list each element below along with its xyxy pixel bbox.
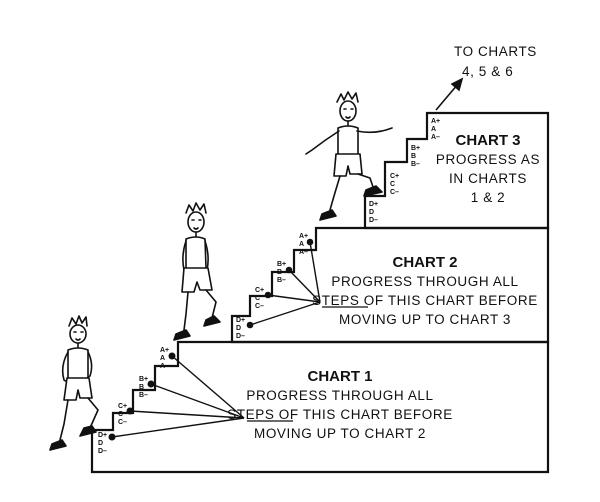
chart-2-line1: PROGRESS THROUGH ALL — [331, 274, 518, 289]
chart-1-line2: STEPS OF THIS CHART BEFORE — [227, 407, 453, 422]
grade-label: D — [236, 325, 241, 332]
chart-2-line2: STEPS OF THIS CHART BEFORE — [312, 293, 538, 308]
chart-2-grades: D+ D D– C+ C C– B+ B B– A+ A A– — [236, 233, 308, 340]
grade-label: A+ — [431, 118, 440, 125]
shorts-icon — [333, 153, 363, 177]
grade-label: A — [431, 126, 436, 133]
grade-label: B+ — [139, 376, 148, 383]
chart-2-line3: MOVING UP TO CHART 3 — [339, 312, 511, 327]
grade-label: D+ — [98, 432, 107, 439]
grade-label: A– — [299, 249, 308, 256]
grade-label: B+ — [277, 261, 286, 268]
grade-label: A+ — [299, 233, 308, 240]
up-arrow — [435, 77, 464, 111]
staircase-outline — [90, 111, 550, 474]
grade-label: C– — [118, 419, 127, 426]
grade-label: D — [98, 440, 103, 447]
chart-1-text: CHART 1 PROGRESS THROUGH ALL STEPS OF TH… — [227, 368, 453, 441]
grade-label: D– — [369, 217, 378, 224]
hair-icon — [68, 315, 88, 327]
grade-label: D+ — [369, 201, 378, 208]
shorts-icon — [63, 377, 93, 401]
chart-2-pointers — [246, 238, 321, 329]
chart-3-text: CHART 3 PROGRESS AS IN CHARTS 1 & 2 — [436, 132, 540, 205]
top-label-line1: TO CHARTS — [454, 44, 537, 59]
hair-icon — [336, 91, 359, 103]
chart-3-line1: PROGRESS AS — [436, 152, 540, 167]
grade-label: C+ — [118, 403, 127, 410]
grade-label: D– — [236, 333, 245, 340]
grade-label: C — [118, 411, 123, 418]
grade-label: C — [255, 295, 260, 302]
chart-3-grades: D+ D D– C+ C C– B+ B B– A+ A A– — [369, 118, 440, 224]
grade-label: B– — [277, 277, 286, 284]
top-label-line2: 4, 5 & 6 — [462, 64, 513, 79]
chart-1-line1: PROGRESS THROUGH ALL — [246, 388, 433, 403]
chart-1-title: CHART 1 — [307, 368, 372, 385]
chart-2-text: CHART 2 PROGRESS THROUGH ALL STEPS OF TH… — [312, 254, 538, 327]
grade-label: D — [369, 209, 374, 216]
grade-label: D– — [98, 448, 107, 455]
grade-label: A — [160, 355, 165, 362]
hair-icon — [185, 202, 207, 214]
grade-label: A– — [160, 363, 169, 370]
grade-label: C+ — [390, 173, 399, 180]
climber-figure-2 — [173, 202, 221, 341]
grade-label: B– — [139, 392, 148, 399]
chart-1-grades: D+ D D– C+ C C– B+ B B– A+ A A– — [98, 347, 169, 455]
grade-label: C+ — [255, 287, 264, 294]
grade-label: C– — [390, 189, 399, 196]
chart-1-pointers — [108, 352, 245, 441]
torso-icon — [185, 236, 207, 271]
grade-label: A+ — [160, 347, 169, 354]
grade-label: B — [139, 384, 144, 391]
grade-label: B — [411, 153, 416, 160]
shorts-icon — [181, 267, 213, 293]
grade-label: A — [299, 241, 304, 248]
grade-label: B– — [411, 161, 420, 168]
grade-label: A– — [431, 134, 440, 141]
grade-label: B — [277, 269, 282, 276]
grade-label: B+ — [411, 145, 420, 152]
chart-3-line2: IN CHARTS — [449, 171, 527, 186]
grade-label: C– — [255, 303, 264, 310]
climber-figure-1 — [49, 315, 99, 451]
chart-3-title: CHART 3 — [455, 132, 520, 149]
torso-icon — [67, 347, 89, 381]
climber-figure-3 — [305, 91, 393, 221]
torso-icon — [337, 125, 359, 157]
chart-3-line3: 1 & 2 — [471, 190, 506, 205]
chart-3-block — [363, 111, 550, 230]
chart-2-title: CHART 2 — [392, 254, 457, 271]
grade-label: D+ — [236, 317, 245, 324]
chart-1-line3: MOVING UP TO CHART 2 — [254, 426, 426, 441]
grade-label: C — [390, 181, 395, 188]
